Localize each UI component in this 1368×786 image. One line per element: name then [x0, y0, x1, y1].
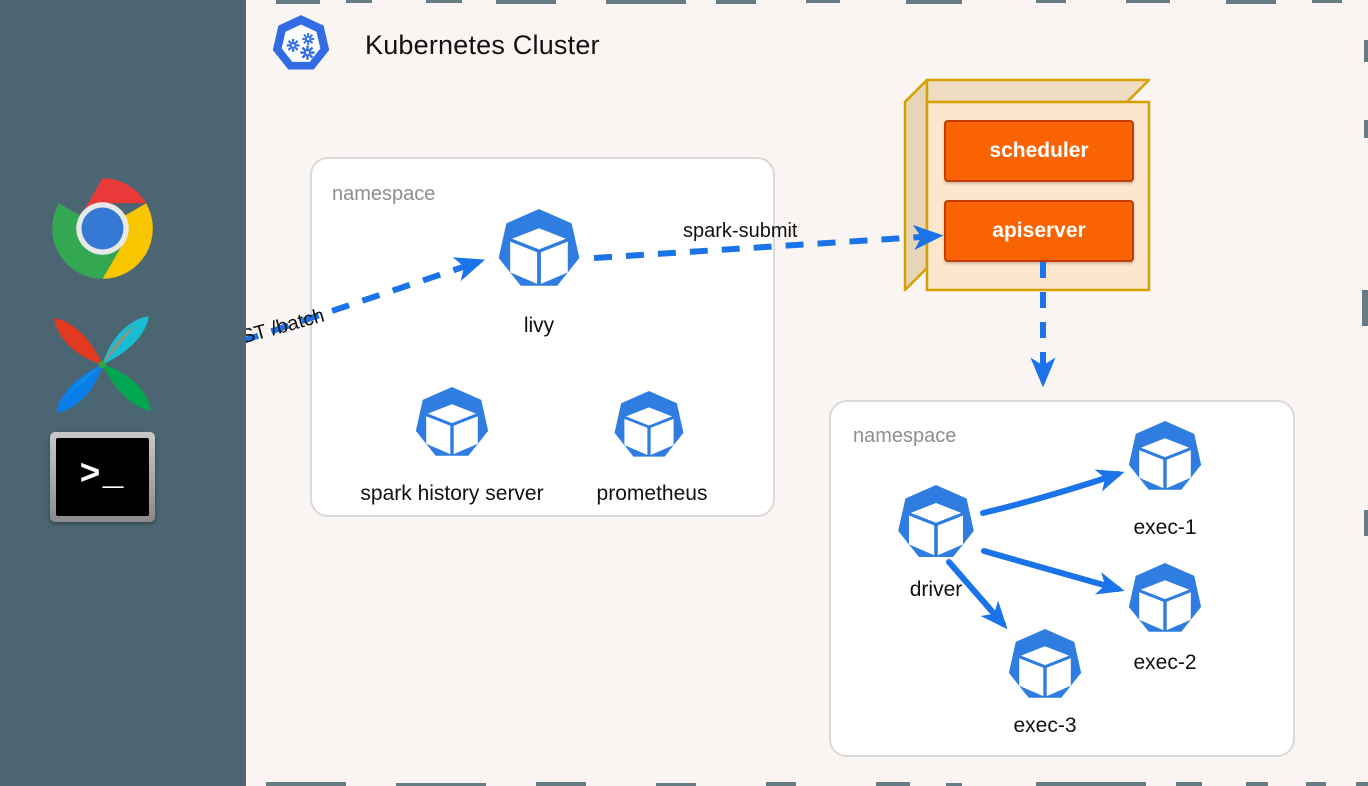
control-plane-box: scheduler apiserver [901, 78, 1153, 293]
edge-fragment [656, 783, 696, 786]
terminal-prompt: >_ [56, 438, 149, 516]
pod-label-driver: driver [909, 578, 963, 601]
pod-label-prometheus: prometheus [596, 482, 708, 505]
edge-fragment [1036, 782, 1146, 786]
edge-fragment [716, 0, 756, 4]
app-dock: >_ [0, 0, 246, 786]
chrome-icon[interactable] [50, 176, 155, 281]
terminal-icon[interactable]: >_ [50, 432, 155, 522]
edge-fragment [906, 0, 962, 4]
pod-livy[interactable] [491, 207, 587, 307]
kubernetes-icon [265, 13, 337, 85]
edge-fragment [1364, 510, 1368, 536]
edge-fragment [1306, 782, 1326, 786]
edge-fragment [396, 783, 486, 786]
edge-fragment [1126, 0, 1170, 3]
pod-prometheus[interactable] [608, 389, 690, 475]
edge-fragment [426, 0, 462, 3]
pod-label-spark-history-server: spark history server [360, 482, 544, 505]
edge-fragment [1226, 0, 1276, 4]
edge-fragment [806, 0, 840, 3]
namespace-label: namespace [853, 425, 957, 447]
namespace-label: namespace [332, 183, 436, 205]
edge-fragment [606, 0, 686, 4]
edge-fragment [496, 0, 556, 4]
edge-fragment [1364, 120, 1368, 138]
page-title: Kubernetes Cluster [365, 30, 600, 60]
edge-fragment [1362, 290, 1368, 326]
edge-fragment [536, 782, 586, 786]
edge-fragment [876, 782, 910, 786]
edge-fragment [766, 782, 796, 786]
pod-exec-3[interactable] [1002, 627, 1088, 717]
edge-fragment [276, 0, 320, 4]
pod-label-exec-3: exec-3 [1013, 714, 1077, 737]
edge-fragment [266, 782, 346, 786]
pod-label-exec-2: exec-2 [1133, 651, 1197, 674]
pod-exec-2[interactable] [1122, 561, 1208, 651]
edge-fragment [1246, 782, 1268, 786]
edge-fragment [346, 0, 372, 3]
edge-fragment [1356, 782, 1368, 786]
airflow-icon[interactable] [50, 312, 155, 417]
edge-label-spark-submit: spark-submit [683, 220, 798, 242]
pod-driver[interactable] [891, 483, 981, 577]
edge-fragment [1364, 40, 1368, 62]
diagram-canvas: Kubernetes Cluster namespace namespace s… [246, 0, 1368, 786]
edge-fragment [1312, 0, 1342, 3]
pod-label-exec-1: exec-1 [1133, 516, 1197, 539]
control-plane-scheduler[interactable]: scheduler [944, 120, 1134, 182]
pod-spark-history-server[interactable] [409, 385, 495, 475]
pod-label-livy: livy [523, 314, 555, 337]
pod-exec-1[interactable] [1122, 419, 1208, 509]
control-plane-apiserver[interactable]: apiserver [944, 200, 1134, 262]
edge-fragment [946, 783, 962, 786]
edge-fragment [1176, 782, 1202, 786]
edge-fragment [1036, 0, 1066, 3]
